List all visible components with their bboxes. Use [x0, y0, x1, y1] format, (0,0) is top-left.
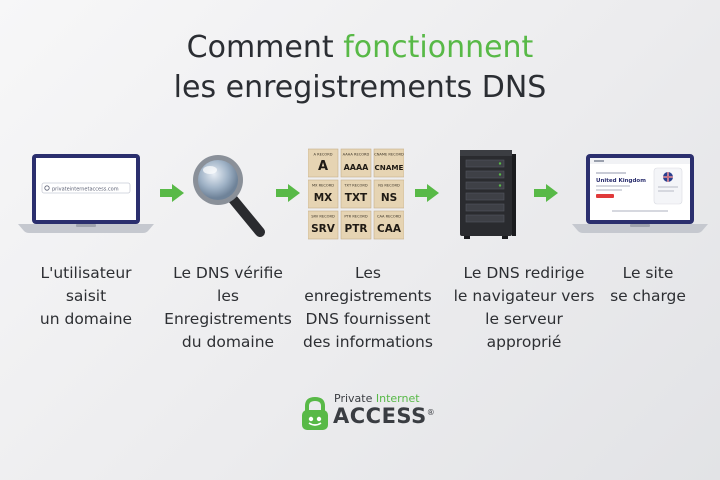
dns-record-small-label: MX RECORD: [312, 184, 334, 188]
arrow-right-icon: [534, 184, 558, 202]
step-label-line: approprié: [486, 333, 562, 351]
dns-record-small-label: A RECORD: [314, 153, 333, 157]
website-heading: United Kingdom: [596, 178, 646, 184]
dns-record-type: TXT: [345, 192, 368, 204]
dns-record-tile: A RECORD A: [308, 148, 339, 178]
dns-record-type: AAAA: [344, 163, 370, 172]
laptop-url-icon: privateinternetaccess.com: [18, 154, 154, 233]
dns-record-tile: PTR RECORD PTR: [340, 210, 372, 240]
diagram-title: Comment fonctionnent les enregistrements…: [0, 28, 720, 108]
pia-logo: Private Internet ACCESS®: [300, 392, 435, 436]
dns-record-tile: SRV RECORD SRV: [308, 210, 339, 240]
dns-record-small-label: AAAA RECORD: [343, 153, 370, 157]
dns-record-small-label: SRV RECORD: [311, 215, 335, 219]
step-1-label: L'utilisateur saisit un domaine: [6, 262, 166, 331]
step-label-line: du domaine: [181, 333, 275, 351]
step-label-line: Le site: [622, 264, 674, 282]
dns-record-tile-bg: [340, 179, 372, 209]
step-label-line: enregistrements: [304, 287, 432, 305]
dns-record-type: NS: [381, 192, 397, 204]
logo-access: ACCESS: [333, 404, 427, 428]
server-icon: [460, 150, 516, 239]
dns-record-tile-bg: [340, 148, 372, 178]
dns-record-tile: AAAA RECORD AAAA: [340, 148, 372, 178]
logo-private: Private: [334, 392, 376, 405]
logo-registered: ®: [426, 408, 436, 417]
dns-record-tile-bg: [308, 210, 339, 240]
dns-record-type: A: [318, 159, 328, 174]
laptop-website-icon: United Kingdom: [572, 154, 708, 233]
dns-record-tile: NS RECORD NS: [373, 179, 404, 209]
step-label-line: des informations: [303, 333, 433, 351]
logo-tagline: Private Internet: [334, 392, 420, 405]
dns-record-type: MX: [314, 192, 333, 204]
dns-record-tile-bg: [308, 179, 339, 209]
step-label-line: le navigateur vers: [453, 287, 595, 305]
step-label-line: Le DNS vérifie: [173, 264, 283, 282]
step-label-line: Enregistrements: [164, 310, 292, 328]
dns-record-tile-bg: [340, 210, 372, 240]
lock-icon: [302, 396, 328, 430]
step-label-line: un domaine: [39, 310, 133, 328]
arrow-right-icon: [415, 184, 439, 202]
arrow-right-icon: [276, 184, 300, 202]
dns-record-type: PTR: [345, 223, 368, 235]
dns-record-small-label: PTR RECORD: [344, 215, 368, 219]
step-label-line: DNS fournissent: [305, 310, 431, 328]
dns-record-tile-bg: [373, 148, 404, 178]
dns-record-small-label: TXT RECORD: [343, 184, 368, 188]
laptop-url-text: privateinternetaccess.com: [52, 187, 119, 193]
step-label-line: les: [217, 287, 239, 305]
dns-record-small-label: CNAME RECORD: [374, 153, 404, 157]
dns-record-tile: CAA RECORD CAA: [373, 210, 404, 240]
dns-record-small-label: NS RECORD: [378, 184, 400, 188]
dns-record-tile: TXT RECORD TXT: [340, 179, 372, 209]
dns-record-type: SRV: [311, 223, 336, 235]
dns-record-tile: MX RECORD MX: [308, 179, 339, 209]
title-part1: Comment: [186, 30, 344, 65]
dns-record-tile: CNAME RECORD CNAME: [373, 148, 404, 178]
dns-record-type: CNAME: [375, 163, 404, 172]
step-label-line: saisit: [65, 287, 107, 305]
logo-wordmark: ACCESS®: [333, 404, 435, 428]
title-line2: les enregistrements DNS: [173, 70, 547, 105]
step-label-line: L'utilisateur: [40, 264, 132, 282]
step-5-label: Le site se charge: [568, 262, 720, 308]
step-4-label: Le DNS redirige le navigateur vers le serv…: [444, 262, 604, 354]
dns-record-tile-bg: [373, 210, 404, 240]
dns-record-tile-bg: [308, 148, 339, 178]
magnifying-glass-icon: [193, 155, 265, 237]
dns-record-small-label: CAA RECORD: [377, 215, 401, 219]
logo-internet: Internet: [375, 392, 420, 405]
dns-record-tile-bg: [373, 179, 404, 209]
step-label-line: Les: [355, 264, 381, 282]
arrow-right-icon: [160, 184, 184, 202]
step-label-line: Le DNS redirige: [463, 264, 585, 282]
dns-record-type: CAA: [377, 223, 402, 235]
title-accent: fonctionnent: [343, 30, 534, 65]
step-label-line: le serveur: [485, 310, 563, 328]
step-label-line: se charge: [610, 287, 686, 305]
